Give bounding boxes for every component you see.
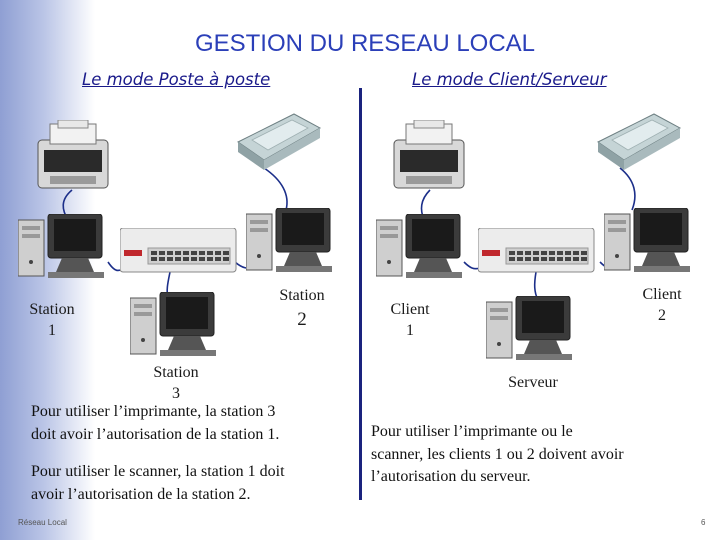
station-3-label: Station 3 <box>153 364 199 402</box>
slide-title: GESTION DU RESEAU LOCAL <box>194 30 536 57</box>
peer-to-peer-scanner-note: Pour utiliser le scanner, la station 1 d… <box>31 463 285 503</box>
printer-icon <box>393 120 465 189</box>
vertical-divider <box>359 88 362 500</box>
client-server-note: Pour utiliser l’imprimante ou le scanner… <box>371 423 624 485</box>
client-server-subtitle: Le mode Client/Serveur <box>412 70 607 89</box>
server-label: Serveur <box>508 374 558 391</box>
footer-label: Réseau Local <box>18 518 67 527</box>
peer-to-peer-subtitle: Le mode Poste à poste <box>82 70 271 89</box>
network-switch-icon <box>478 228 595 273</box>
station-2-label: Station 2 <box>279 287 325 330</box>
client-1-computer-icon <box>376 214 463 279</box>
station-1-label: Station 1 <box>29 301 75 339</box>
client-1-label: Client 1 <box>390 301 430 339</box>
scanner-icon <box>597 113 681 171</box>
server-computer-icon <box>486 296 573 361</box>
scanner-icon <box>237 113 321 171</box>
client-2-label: Client 2 <box>642 286 682 324</box>
client-2-computer-icon <box>604 208 691 273</box>
station-2-computer-icon <box>246 208 333 273</box>
network-switch-icon <box>120 228 237 273</box>
station-3-computer-icon <box>130 292 217 357</box>
station-1-computer-icon <box>18 214 105 279</box>
printer-icon <box>37 120 109 189</box>
peer-to-peer-printer-note: Pour utiliser l’imprimante, la station 3… <box>31 403 280 443</box>
page-number: 6 <box>701 518 706 527</box>
